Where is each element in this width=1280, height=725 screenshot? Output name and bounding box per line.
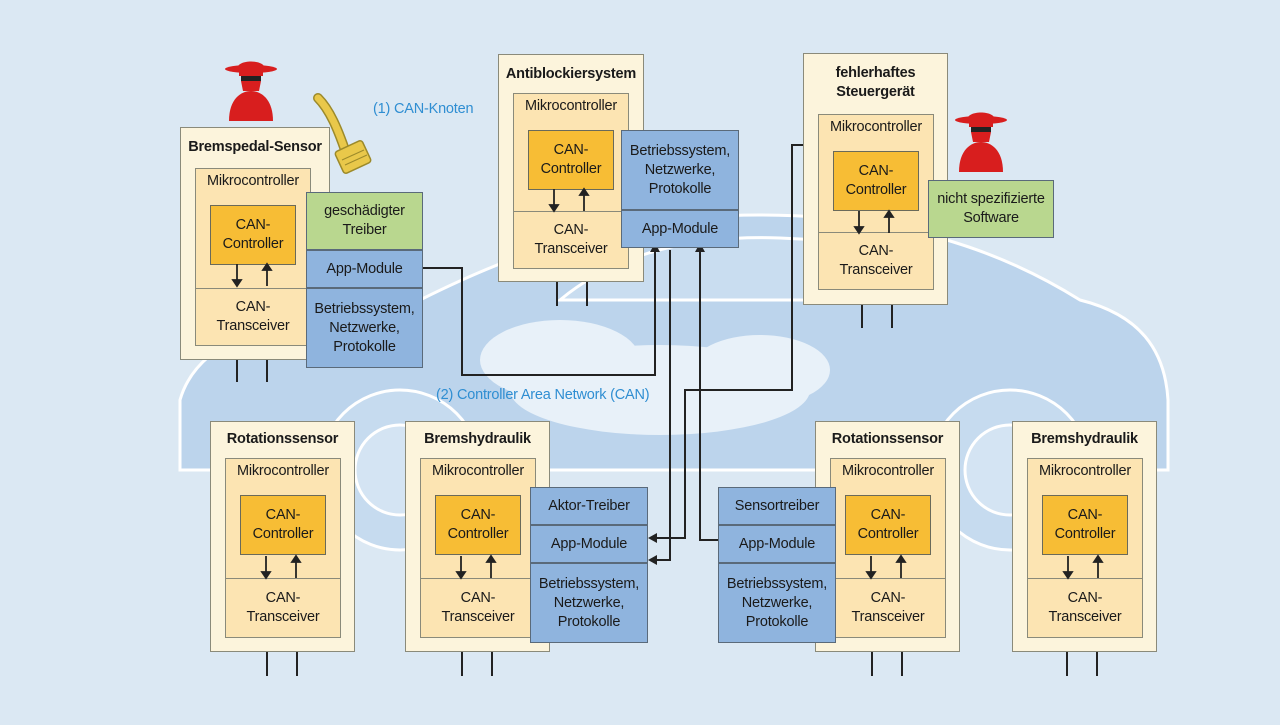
node-bremspedal-sensor: Bremspedal-Sensor Mikrocontroller CAN-Co… (180, 127, 330, 360)
node-title: Bremshydraulik (424, 431, 531, 447)
can-transceiver: CAN-Transceiver (830, 578, 946, 638)
can-transceiver: CAN-Transceiver (225, 578, 341, 638)
node-title: Antiblockiersystem (505, 66, 637, 82)
node-title: Bremspedal-Sensor (188, 139, 322, 155)
micro-label: Mikrocontroller (236, 463, 330, 479)
app-modules: App-Module (718, 525, 836, 563)
can-bus-label: (2) Controller Area Network (CAN) (436, 387, 650, 403)
micro-label: Mikrocontroller (206, 173, 300, 189)
data-arrows (260, 554, 302, 580)
actuator-driver: Aktor-Treiber (530, 487, 648, 525)
os-network-protocols: Betriebssystem,Netzwerke,Protokolle (621, 130, 739, 210)
brake-pedal-icon (313, 93, 372, 174)
node-title: Rotationssensor (226, 431, 339, 447)
microcontroller: Mikrocontroller CAN-Controller (225, 458, 341, 598)
node-rotationssensor-right: Rotationssensor Mikrocontroller CAN-Cont… (815, 421, 960, 652)
micro-label: Mikrocontroller (841, 463, 935, 479)
data-arrows (548, 187, 590, 213)
can-controller: CAN-Controller (210, 205, 296, 265)
can-controller: CAN-Controller (435, 495, 521, 555)
microcontroller: Mikrocontroller CAN-Controller (818, 114, 934, 254)
microcontroller: Mikrocontroller CAN-Controller (195, 168, 311, 308)
cloud (480, 320, 830, 435)
can-controller: CAN-Controller (845, 495, 931, 555)
node-title: Rotationssensor (831, 431, 944, 447)
micro-label: Mikrocontroller (524, 98, 618, 114)
can-node-label: (1) CAN-Knoten (373, 101, 474, 117)
node-antiblockiersystem: Antiblockiersystem Mikrocontroller CAN-C… (498, 54, 644, 282)
data-arrows (1062, 554, 1104, 580)
micro-label: Mikrocontroller (829, 119, 923, 135)
micro-label: Mikrocontroller (431, 463, 525, 479)
node-bremshydraulik-left: Bremshydraulik Mikrocontroller CAN-Contr… (405, 421, 550, 652)
microcontroller: Mikrocontroller CAN-Controller (830, 458, 946, 598)
node-rotationssensor-left: Rotationssensor Mikrocontroller CAN-Cont… (210, 421, 355, 652)
can-controller: CAN-Controller (240, 495, 326, 555)
node-title: Bremshydraulik (1031, 431, 1138, 447)
can-transceiver: CAN-Transceiver (420, 578, 536, 638)
can-transceiver: CAN-Transceiver (1027, 578, 1143, 638)
os-network-protocols: Betriebssystem,Netzwerke,Protokolle (306, 288, 423, 368)
can-transceiver: CAN-Transceiver (513, 211, 629, 269)
can-transceiver: CAN-Transceiver (818, 232, 934, 290)
microcontroller: Mikrocontroller CAN-Controller (1027, 458, 1143, 598)
can-controller: CAN-Controller (528, 130, 614, 190)
data-arrows (455, 554, 497, 580)
sensor-driver: Sensortreiber (718, 487, 836, 525)
data-arrows (853, 209, 895, 235)
bus-wires (236, 144, 1098, 676)
can-transceiver: CAN-Transceiver (195, 288, 311, 346)
os-network-protocols: Betriebssystem,Netzwerke,Protokolle (718, 563, 836, 643)
data-arrows (231, 262, 273, 288)
node-bremshydraulik-right: Bremshydraulik Mikrocontroller CAN-Contr… (1012, 421, 1157, 652)
os-network-protocols: Betriebssystem,Netzwerke,Protokolle (530, 563, 648, 643)
app-modules: App-Module (530, 525, 648, 563)
app-modules: App-Module (621, 210, 739, 248)
microcontroller: Mikrocontroller CAN-Controller (513, 93, 629, 233)
hacker-icon (955, 112, 1007, 172)
app-modules: App-Module (306, 250, 423, 288)
micro-label: Mikrocontroller (1038, 463, 1132, 479)
hacker-icon (225, 61, 277, 121)
can-controller: CAN-Controller (833, 151, 919, 211)
can-controller: CAN-Controller (1042, 495, 1128, 555)
data-arrows (865, 554, 907, 580)
